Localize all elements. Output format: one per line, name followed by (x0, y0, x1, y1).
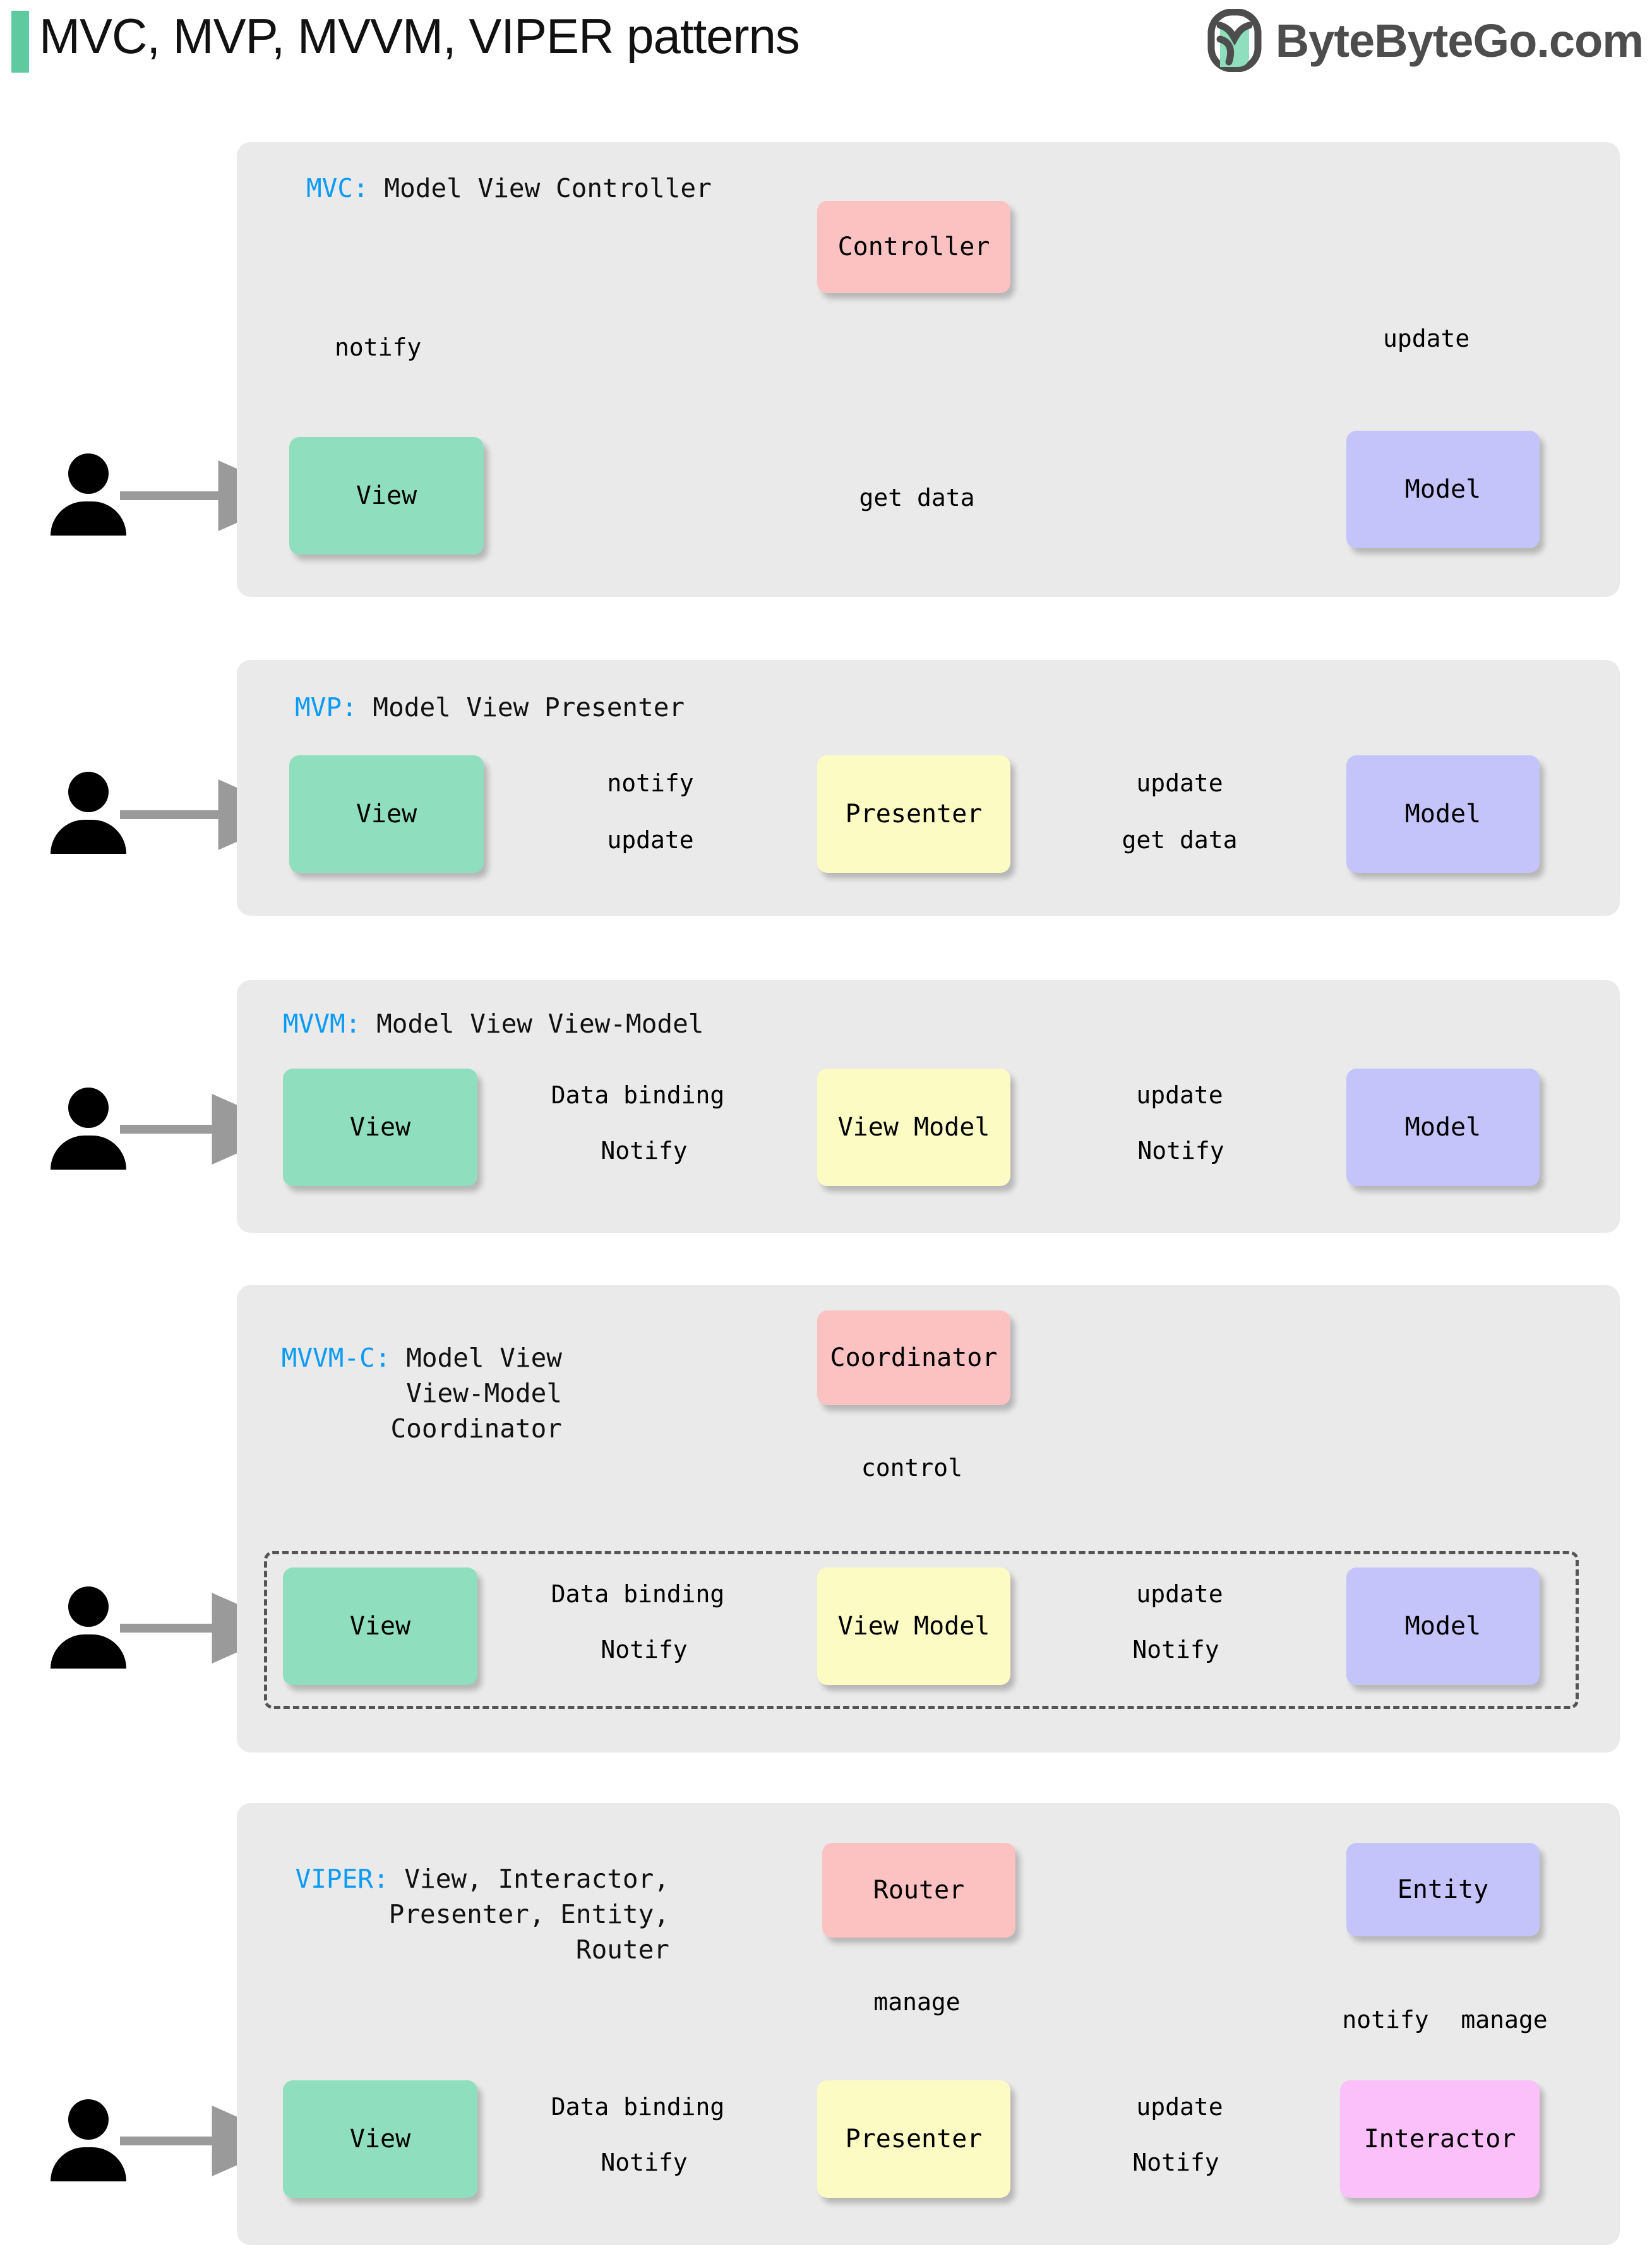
section-title-mvvmc-l2: View-Model (406, 1378, 562, 1408)
node-entity-viper[interactable]: Entity (1346, 1843, 1540, 1936)
node-coordinator-mvvmc[interactable]: Coordinator (817, 1310, 1010, 1405)
edge-label-update-mvvm: update (1127, 1081, 1232, 1109)
section-title-mvvmc-l1: Model View (390, 1343, 562, 1373)
section-label-viper: VIPER: View, Interactor, Presenter, Entit… (272, 1861, 669, 1967)
accent-bar (11, 11, 29, 73)
edge-label-notify-entity-viper: notify (1342, 2006, 1429, 2034)
brand-text: ByteByteGo.com (1275, 14, 1644, 67)
node-view-mvvmc[interactable]: View (283, 1568, 477, 1685)
node-view-mvc[interactable]: View (289, 437, 484, 555)
section-title-mvvm: Model View View-Model (361, 1009, 704, 1039)
bytebytego-leaf-icon (1207, 8, 1262, 73)
edge-label-getdata-mvp: get data (1113, 826, 1247, 854)
edge-label-notify-mvp: notify (598, 769, 703, 797)
avatar-body (51, 501, 126, 536)
node-presenter-viper[interactable]: Presenter (817, 2080, 1010, 2198)
avatar-user-mvvmc (51, 1586, 126, 1669)
avatar-user-mvc (51, 453, 126, 536)
avatar-head (68, 2099, 109, 2140)
section-title-viper-l1: View, Interactor, (388, 1864, 669, 1894)
brand: ByteByteGo.com (1207, 6, 1644, 75)
node-model-mvp[interactable]: Model (1346, 755, 1540, 873)
avatar-user-mvp (51, 772, 126, 854)
mvvm-group-box (264, 1551, 1579, 1709)
section-key-mvvmc: MVVM-C: (281, 1343, 391, 1373)
edge-label-manage-entity-viper: manage (1461, 2006, 1548, 2034)
node-view-mvp[interactable]: View (289, 755, 484, 873)
edge-label-databinding-viper: Data binding (544, 2093, 731, 2121)
edge-label-notify-right-mvvm: Notify (1127, 1137, 1235, 1165)
avatar-head (68, 772, 109, 812)
avatar-head (68, 1088, 109, 1128)
avatar-user-viper (51, 2099, 126, 2181)
edge-label-update-mvc: update (1383, 325, 1470, 352)
page-header: MVC, MVP, MVVM, VIPER patterns ByteByteG… (0, 0, 1652, 82)
page-title: MVC, MVP, MVVM, VIPER patterns (39, 8, 800, 64)
edge-label-update-viper: update (1127, 2093, 1232, 2121)
edge-label-manage-router-viper: manage (873, 1988, 961, 2016)
edge-label-notify-right-viper: Notify (1122, 2149, 1230, 2176)
edge-label-update-mvvmc: update (1127, 1580, 1232, 1608)
avatar-user-mvvm (51, 1088, 126, 1170)
edge-label-control-mvvmc: control (861, 1454, 963, 1482)
edge-label-databinding-mvvmc: Data binding (544, 1580, 731, 1608)
edge-label-update-right-mvp: update (1127, 769, 1232, 797)
node-view-mvvm[interactable]: View (283, 1069, 477, 1186)
section-title-viper-l2: Presenter, Entity, (388, 1899, 669, 1929)
avatar-body (51, 2147, 126, 2181)
node-interactor-viper[interactable]: Interactor (1340, 2080, 1540, 2198)
node-controller-mvc[interactable]: Controller (817, 201, 1010, 293)
avatar-body (51, 820, 126, 854)
section-key-mvvm: MVVM: (283, 1009, 361, 1039)
section-key-mvc: MVC: (306, 173, 369, 203)
section-label-mvp: MVP: Model View Presenter (295, 690, 685, 725)
edge-label-notify-mvc: notify (335, 333, 422, 361)
edge-label-notify-left-viper: Notify (590, 2149, 698, 2176)
section-label-mvvm: MVVM: Model View View-Model (283, 1006, 703, 1041)
section-title-mvc: Model View Controller (368, 173, 712, 203)
edge-label-getdata-mvc: get data (847, 484, 986, 512)
section-key-viper: VIPER: (295, 1864, 389, 1894)
edge-label-databinding-mvvm: Data binding (544, 1081, 731, 1109)
section-key-mvp: MVP: (295, 692, 357, 722)
edge-label-notify-left-mvvm: Notify (590, 1137, 698, 1165)
node-view-viper[interactable]: View (283, 2080, 477, 2198)
node-router-viper[interactable]: Router (822, 1843, 1015, 1938)
node-view-model-mvvm[interactable]: View Model (817, 1069, 1010, 1186)
avatar-body (51, 1634, 126, 1669)
avatar-head (68, 453, 109, 494)
node-view-model-mvvmc[interactable]: View Model (817, 1568, 1010, 1685)
node-model-mvc[interactable]: Model (1346, 431, 1540, 548)
node-presenter-mvp[interactable]: Presenter (817, 755, 1010, 873)
avatar-body (51, 1136, 126, 1170)
section-title-mvvmc-l3: Coordinator (390, 1413, 562, 1444)
section-label-mvc: MVC: Model View Controller (306, 171, 712, 206)
node-model-mvvm[interactable]: Model (1346, 1069, 1540, 1186)
section-title-viper-l3: Router (575, 1934, 669, 1965)
edge-label-notify-left-mvvmc: Notify (590, 1636, 698, 1664)
edge-label-notify-right-mvvmc: Notify (1122, 1636, 1230, 1664)
avatar-head (68, 1586, 109, 1627)
edge-label-update-left-mvp: update (598, 826, 703, 854)
node-model-mvvmc[interactable]: Model (1346, 1568, 1540, 1685)
section-title-mvp: Model View Presenter (357, 692, 685, 722)
